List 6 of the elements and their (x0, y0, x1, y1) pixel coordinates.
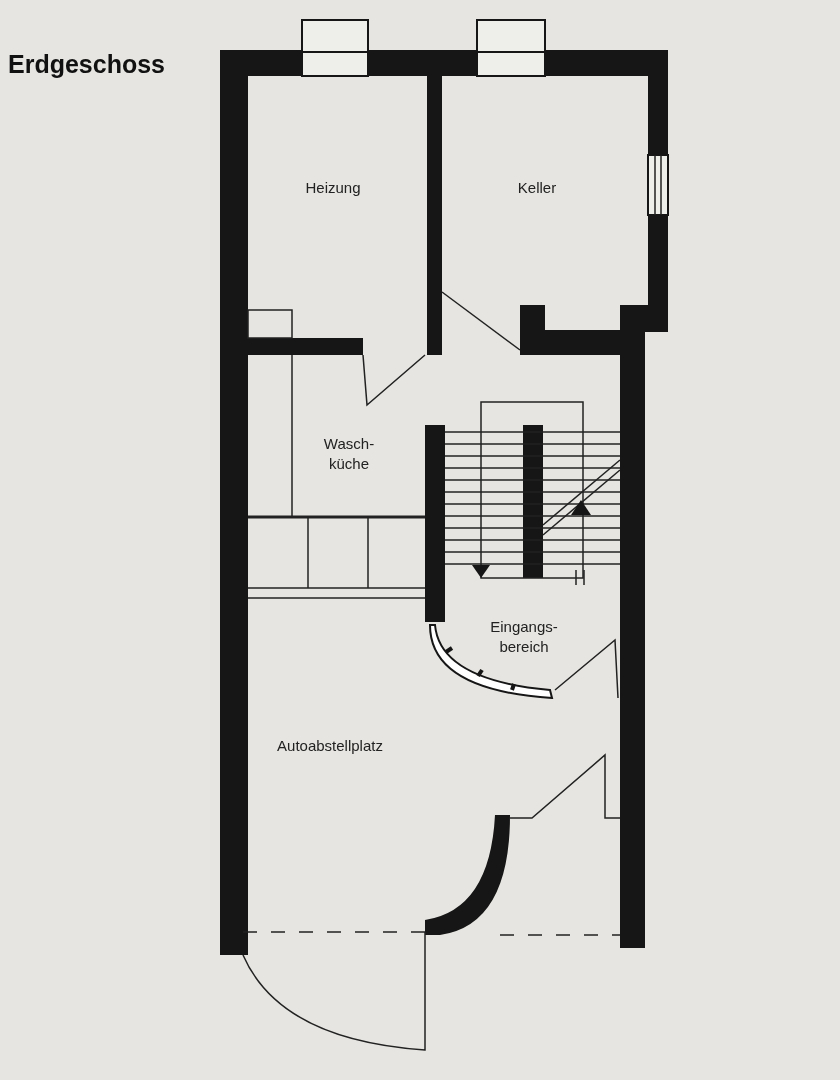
room-label: Heizung (304, 178, 362, 198)
room-label: Eingangs- bereich (489, 617, 559, 657)
room-label: Autoabstellplatz (276, 736, 384, 756)
plan-title: Erdgeschoss (8, 50, 165, 79)
room-label: Keller (516, 178, 558, 198)
room-label: Wasch- küche (322, 434, 376, 474)
